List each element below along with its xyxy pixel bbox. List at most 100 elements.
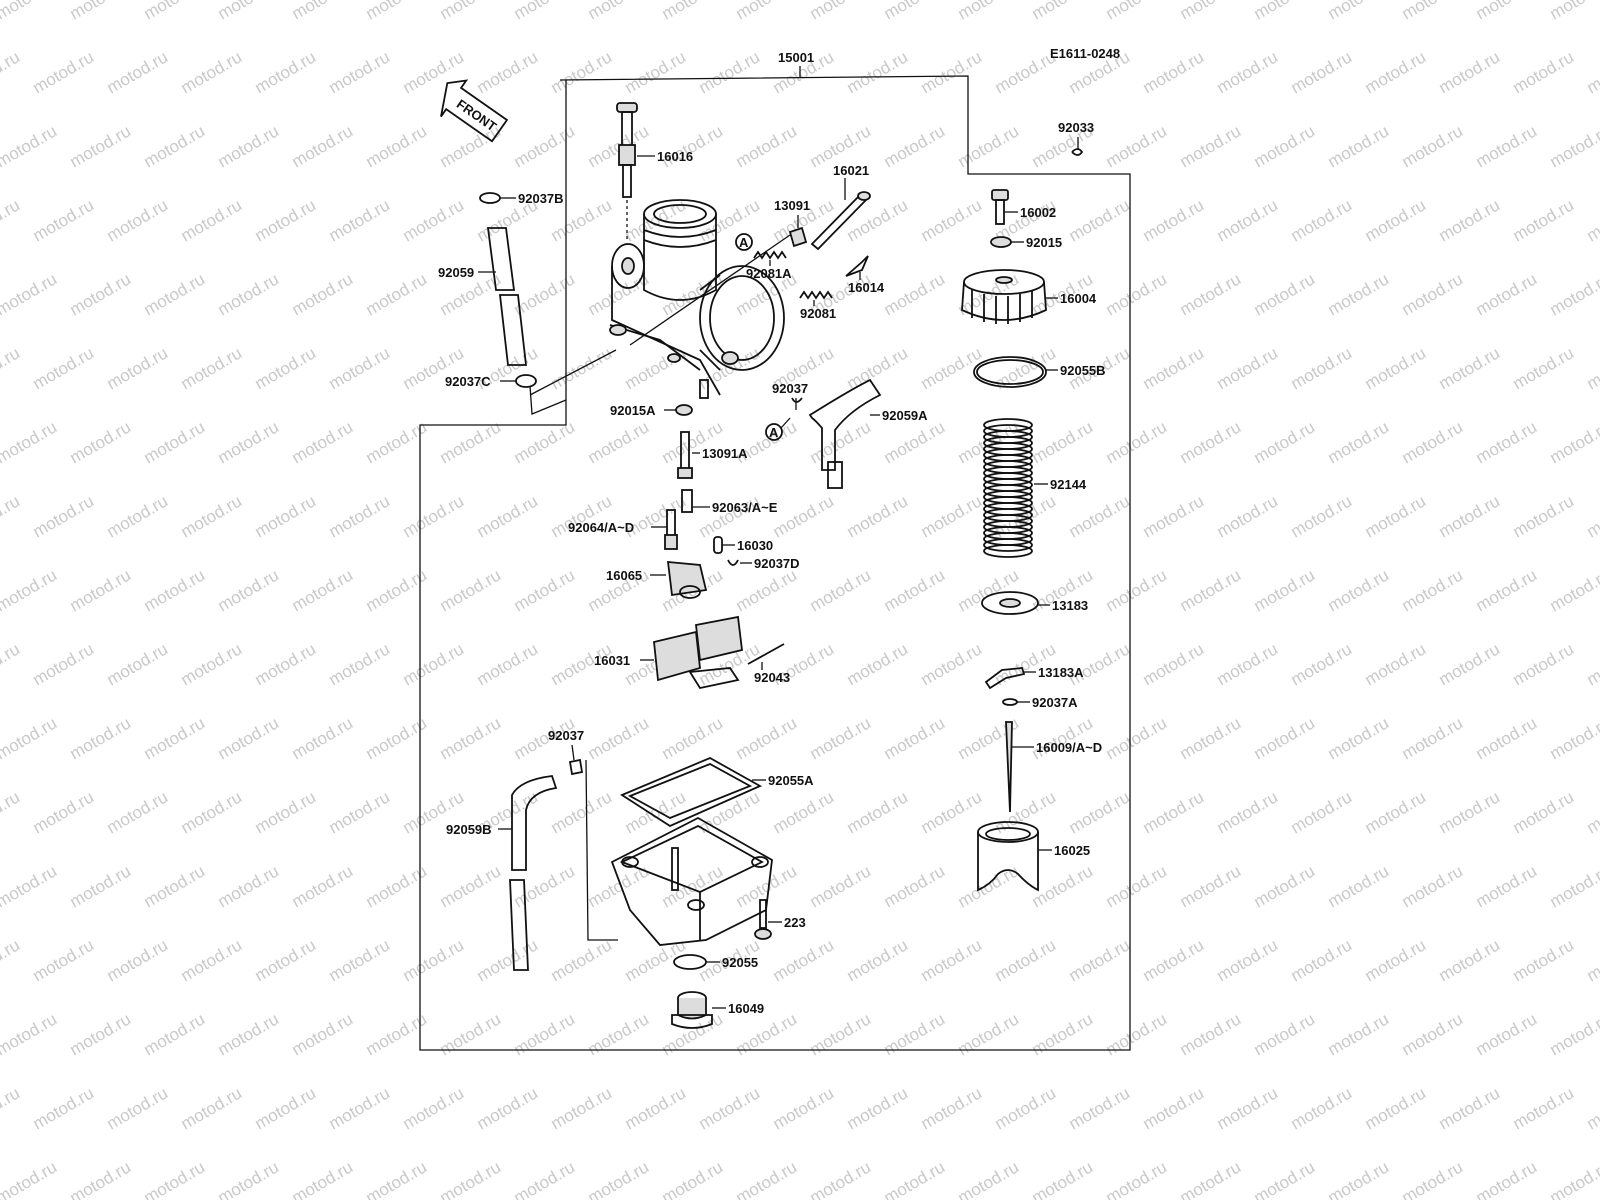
svg-text:92055: 92055 bbox=[722, 955, 758, 970]
watermark-text: motod.ru bbox=[0, 861, 60, 911]
watermark-text: motod.ru bbox=[215, 1009, 283, 1059]
watermark-text: motod.ru bbox=[1362, 935, 1430, 985]
watermark-text: motod.ru bbox=[104, 639, 172, 689]
watermark-text: motod.ru bbox=[585, 1009, 653, 1059]
watermark-text: motod.ru bbox=[0, 0, 60, 23]
watermark-text: motod.ru bbox=[1288, 195, 1356, 245]
watermark-text: motod.ru bbox=[400, 639, 468, 689]
watermark-text: motod.ru bbox=[955, 0, 1023, 23]
watermark-text: motod.ru bbox=[1251, 417, 1319, 467]
watermark-text: motod.ru bbox=[1214, 787, 1282, 837]
watermark-text: motod.ru bbox=[511, 0, 579, 23]
watermark-text: motod.ru bbox=[955, 565, 1023, 615]
diagram-code: E1611-0248 bbox=[1050, 46, 1120, 61]
watermark-text: motod.ru bbox=[622, 1083, 690, 1133]
watermark-text: motod.ru bbox=[289, 861, 357, 911]
watermark-text: motod.ru bbox=[0, 787, 23, 837]
svg-text:16004: 16004 bbox=[1060, 291, 1097, 306]
watermark-text: motod.ru bbox=[659, 713, 727, 763]
watermark-text: motod.ru bbox=[1103, 121, 1171, 171]
svg-text:92037C: 92037C bbox=[445, 374, 491, 389]
watermark-text: motod.ru bbox=[1214, 195, 1282, 245]
watermark-text: motod.ru bbox=[585, 1157, 653, 1200]
svg-text:92055A: 92055A bbox=[768, 773, 814, 788]
watermark-text: motod.ru bbox=[141, 0, 209, 23]
watermark-text: motod.ru bbox=[400, 195, 468, 245]
watermark-text: motod.ru bbox=[0, 417, 60, 467]
watermark-text: motod.ru bbox=[67, 1157, 135, 1200]
watermark-text: motod.ru bbox=[1325, 861, 1393, 911]
watermark-text: motod.ru bbox=[1325, 713, 1393, 763]
watermark-text: motod.ru bbox=[1510, 47, 1578, 97]
watermark-text: motod.ru bbox=[511, 1157, 579, 1200]
watermark-text: motod.ru bbox=[0, 565, 60, 615]
watermark-text: motod.ru bbox=[363, 269, 431, 319]
watermark-text: motod.ru bbox=[955, 121, 1023, 171]
spring-92081A: 92081A bbox=[746, 250, 792, 281]
watermark-text: motod.ru bbox=[67, 269, 135, 319]
svg-text:92015A: 92015A bbox=[610, 403, 656, 418]
throttle-stop-screw-16016: 16016 bbox=[616, 102, 693, 240]
watermark-text: motod.ru bbox=[326, 639, 394, 689]
svg-text:92063/A~E: 92063/A~E bbox=[712, 500, 778, 515]
watermark-text: motod.ru bbox=[881, 1009, 949, 1059]
watermark-text: motod.ru bbox=[326, 491, 394, 541]
watermark-text: motod.ru bbox=[326, 47, 394, 97]
watermark-text: motod.ru bbox=[0, 121, 60, 171]
svg-text:13091: 13091 bbox=[774, 198, 810, 213]
watermark-text: motod.ru bbox=[1436, 639, 1504, 689]
watermark-text: motod.ru bbox=[363, 121, 431, 171]
top-cap-16004: 16004 bbox=[961, 269, 1097, 324]
watermark-text: motod.ru bbox=[1584, 639, 1600, 689]
watermark-text: motod.ru bbox=[1584, 195, 1600, 245]
svg-text:A: A bbox=[769, 425, 779, 440]
svg-text:A: A bbox=[739, 235, 749, 250]
watermark-text: motod.ru bbox=[141, 121, 209, 171]
watermark-text: motod.ru bbox=[1140, 343, 1208, 393]
svg-text:92055B: 92055B bbox=[1060, 363, 1106, 378]
watermark-text: motod.ru bbox=[104, 195, 172, 245]
svg-text:16009/A~D: 16009/A~D bbox=[1036, 740, 1102, 755]
watermark-text: motod.ru bbox=[1362, 343, 1430, 393]
watermark-text: motod.ru bbox=[289, 713, 357, 763]
watermark-text: motod.ru bbox=[1177, 861, 1245, 911]
front-arrow-text: FRONT bbox=[454, 96, 499, 134]
watermark-text: motod.ru bbox=[955, 1009, 1023, 1059]
watermark-text: motod.ru bbox=[326, 935, 394, 985]
svg-text:92037B: 92037B bbox=[518, 191, 564, 206]
pilot-screw-16021: 16021 bbox=[810, 163, 871, 251]
svg-text:92059A: 92059A bbox=[882, 408, 928, 423]
watermark-text: motod.ru bbox=[918, 491, 986, 541]
watermark-text: motod.ru bbox=[1510, 491, 1578, 541]
float-chamber bbox=[610, 816, 773, 946]
watermark-text: motod.ru bbox=[104, 343, 172, 393]
watermark-text: motod.ru bbox=[0, 195, 23, 245]
watermark-text: motod.ru bbox=[1029, 1009, 1097, 1059]
watermark-text: motod.ru bbox=[30, 343, 98, 393]
gasket-92055A: 92055A bbox=[585, 757, 814, 941]
watermark-text: motod.ru bbox=[881, 1157, 949, 1200]
watermark-text: motod.ru bbox=[696, 47, 764, 97]
watermark-text: motod.ru bbox=[400, 1083, 468, 1133]
watermark-text: motod.ru bbox=[622, 47, 690, 97]
watermark-text: motod.ru bbox=[67, 861, 135, 911]
watermark-text: motod.ru bbox=[881, 713, 949, 763]
watermark-text: motod.ru bbox=[30, 491, 98, 541]
watermark-text: motod.ru bbox=[215, 0, 283, 23]
watermark-text: motod.ru bbox=[1399, 861, 1467, 911]
svg-text:92081A: 92081A bbox=[746, 266, 792, 281]
watermark-text: motod.ru bbox=[178, 343, 246, 393]
pin-92043: 92043 bbox=[747, 643, 790, 685]
watermark-text: motod.ru bbox=[918, 639, 986, 689]
watermark-text: motod.ru bbox=[326, 787, 394, 837]
watermark-text: motod.ru bbox=[0, 1157, 60, 1200]
watermark-text: motod.ru bbox=[1177, 417, 1245, 467]
watermark-text: motod.ru bbox=[289, 121, 357, 171]
watermark-text: motod.ru bbox=[141, 861, 209, 911]
watermark-text: motod.ru bbox=[30, 195, 98, 245]
watermark-text: motod.ru bbox=[844, 195, 912, 245]
watermark-text: motod.ru bbox=[844, 343, 912, 393]
watermark-text: motod.ru bbox=[1288, 343, 1356, 393]
watermark-text: motod.ru bbox=[178, 491, 246, 541]
